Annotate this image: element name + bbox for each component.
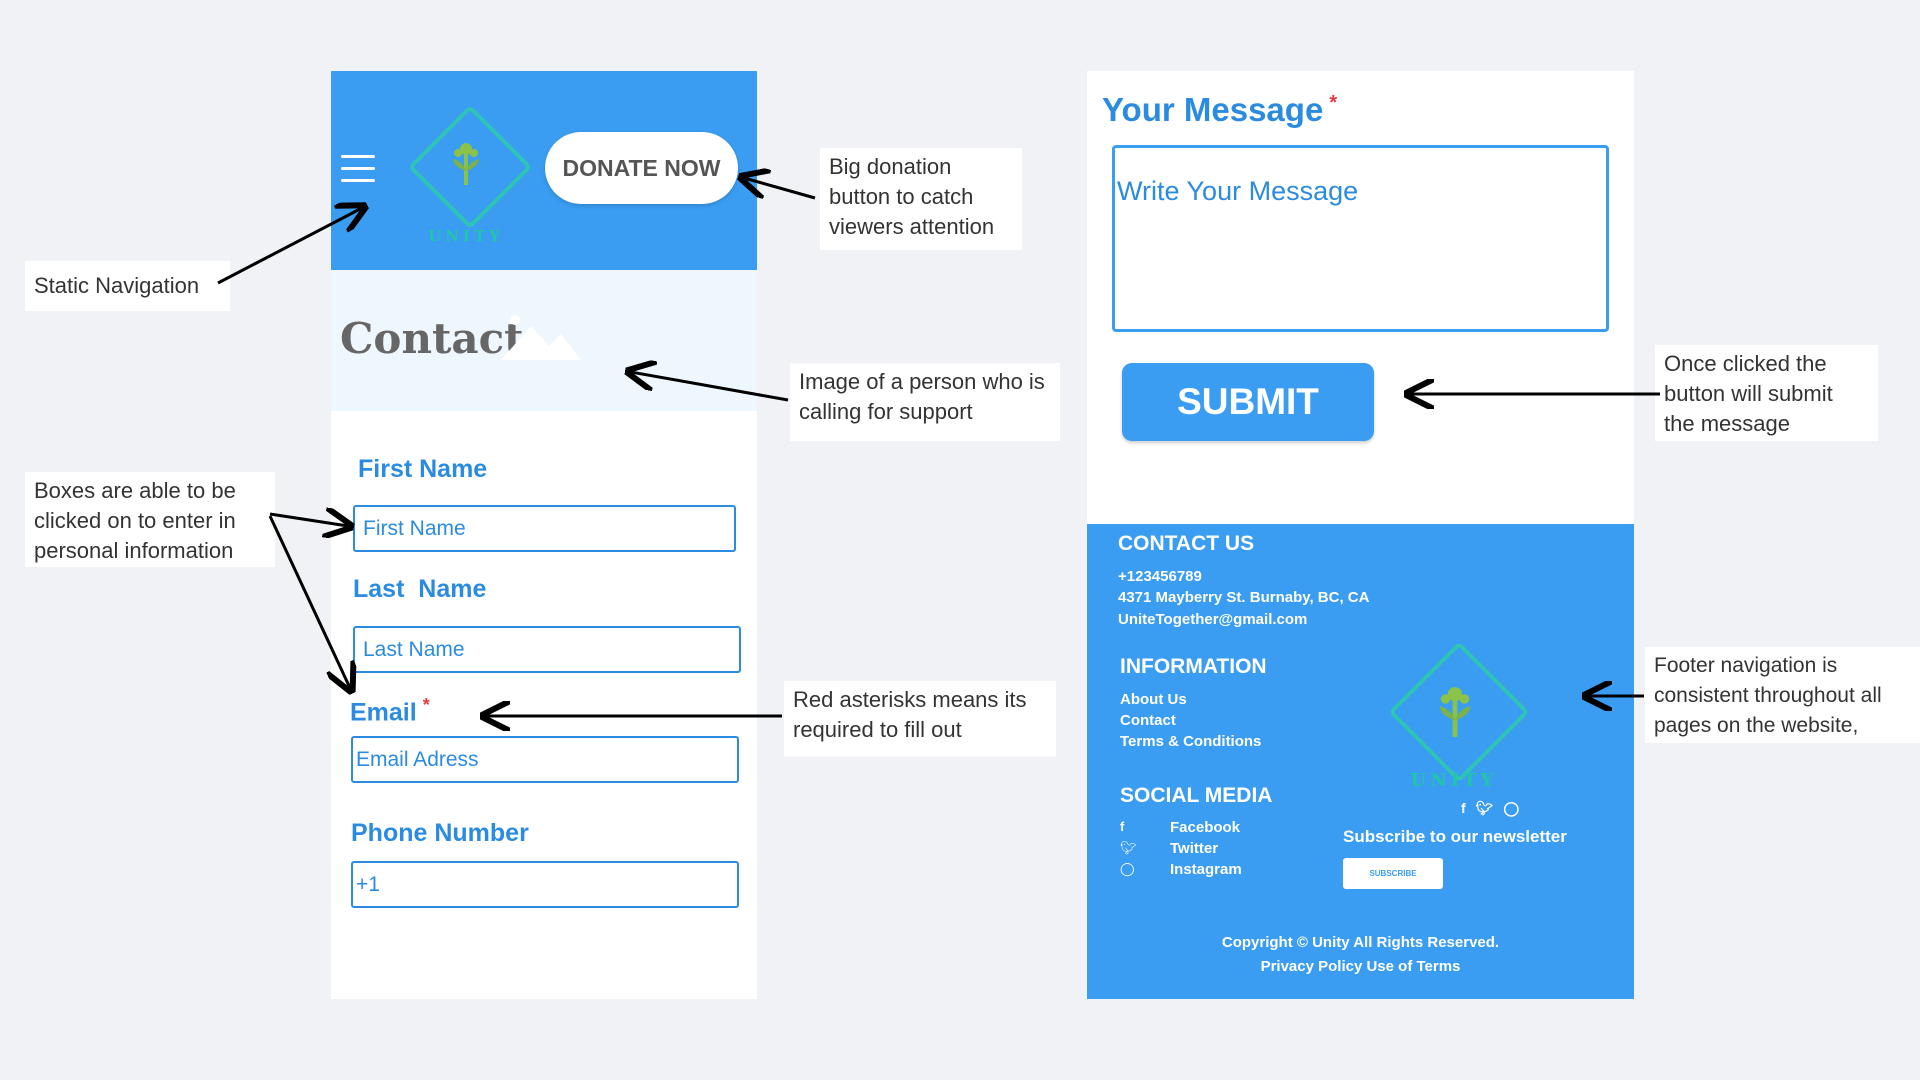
- footer-social-icons: f 🐦︎ ◯: [1461, 800, 1519, 817]
- social-item-facebook[interactable]: f Facebook: [1120, 819, 1242, 836]
- annotation-donate-button: Big donation button to catch viewers att…: [820, 148, 1022, 250]
- social-item-twitter[interactable]: 🐦︎ Twitter: [1120, 840, 1242, 857]
- social-label-facebook: Facebook: [1170, 819, 1241, 836]
- first-name-placeholder: First Name: [363, 516, 466, 540]
- image-placeholder-icon: [501, 315, 581, 360]
- your-message-label: Your Message*: [1102, 91, 1337, 129]
- phone-value: +1: [356, 872, 380, 896]
- contact-us-heading: CONTACT US: [1118, 532, 1255, 555]
- footer-email[interactable]: UniteTogether@gmail.com: [1118, 611, 1308, 628]
- flower-icon: [453, 143, 479, 185]
- email-label-text: Email: [350, 698, 417, 727]
- facebook-icon[interactable]: f: [1461, 800, 1466, 816]
- social-media-heading: SOCIAL MEDIA: [1120, 784, 1273, 807]
- social-label-twitter: Twitter: [1170, 840, 1219, 857]
- message-footer-mockup: Your Message* Write Your Message SUBMIT …: [1087, 71, 1634, 999]
- twitter-icon[interactable]: 🐦︎: [1475, 800, 1494, 816]
- message-textarea[interactable]: Write Your Message: [1112, 145, 1609, 332]
- social-label-instagram: Instagram: [1170, 861, 1242, 878]
- message-placeholder: Write Your Message: [1117, 176, 1359, 206]
- annotation-submit-button: Once clicked the button will submit the …: [1655, 345, 1878, 441]
- annotation-hero-image: Image of a person who is calling for sup…: [790, 363, 1060, 441]
- last-name-placeholder: Last Name: [363, 637, 465, 661]
- logo-text: UNITY: [1410, 770, 1498, 791]
- first-name-label: First Name: [358, 455, 488, 483]
- required-asterisk: *: [1329, 92, 1338, 114]
- donate-now-button[interactable]: DONATE NOW: [545, 132, 738, 204]
- email-field[interactable]: Email Adress: [351, 736, 739, 783]
- site-footer: CONTACT US +123456789 4371 Mayberry St. …: [1087, 524, 1634, 999]
- logo-text: UNITY: [428, 227, 504, 245]
- annotation-static-navigation: Static Navigation: [25, 261, 230, 311]
- instagram-icon: ◯: [1120, 861, 1135, 876]
- annotation-footer: Footer navigation is consistent througho…: [1645, 647, 1920, 743]
- top-navigation: UNITY DONATE NOW: [331, 71, 757, 270]
- contact-page-mockup: UNITY DONATE NOW Contact First Name Firs…: [331, 71, 757, 999]
- your-message-label-text: Your Message: [1102, 91, 1324, 128]
- subscribe-button[interactable]: SUBSCRIBE: [1343, 858, 1443, 889]
- instagram-icon[interactable]: ◯: [1503, 800, 1520, 816]
- email-label: Email*: [350, 695, 430, 727]
- footer-unity-logo: UNITY: [1379, 641, 1530, 804]
- social-item-instagram[interactable]: ◯ Instagram: [1120, 861, 1242, 878]
- newsletter-label: Subscribe to our newsletter: [1343, 827, 1567, 846]
- flower-icon: [1439, 687, 1471, 737]
- footer-address: 4371 Mayberry St. Burnaby, BC, CA: [1118, 589, 1370, 606]
- facebook-icon: f: [1120, 819, 1125, 834]
- first-name-field[interactable]: First Name: [353, 505, 736, 552]
- required-asterisk: *: [422, 695, 430, 715]
- annotation-input-boxes: Boxes are able to be clicked on to enter…: [25, 472, 275, 567]
- last-name-label: Last Name: [353, 575, 487, 603]
- phone-number-label: Phone Number: [351, 819, 529, 847]
- footer-social-list: f Facebook 🐦︎ Twitter ◯ Instagram: [1120, 819, 1242, 878]
- footer-phone[interactable]: +123456789: [1118, 568, 1202, 585]
- footer-link-contact[interactable]: Contact: [1120, 712, 1176, 729]
- footer-link-about[interactable]: About Us: [1120, 691, 1187, 708]
- information-heading: INFORMATION: [1120, 655, 1267, 678]
- annotation-required-asterisk: Red asterisks means its required to fill…: [784, 681, 1056, 757]
- submit-button[interactable]: SUBMIT: [1122, 363, 1374, 441]
- hamburger-icon[interactable]: [341, 153, 377, 185]
- page-title: Contact: [340, 314, 524, 363]
- policy-links[interactable]: Privacy Policy Use of Terms: [1260, 958, 1461, 975]
- copyright-text: Copyright © Unity All Rights Reserved.: [1221, 934, 1500, 951]
- contact-hero-banner: Contact: [331, 270, 757, 411]
- footer-link-terms[interactable]: Terms & Conditions: [1120, 733, 1262, 750]
- phone-number-field[interactable]: +1: [351, 861, 739, 908]
- unity-logo[interactable]: UNITY: [401, 104, 533, 255]
- twitter-icon: 🐦︎: [1120, 840, 1137, 855]
- last-name-field[interactable]: Last Name: [353, 626, 741, 673]
- email-placeholder: Email Adress: [356, 747, 479, 771]
